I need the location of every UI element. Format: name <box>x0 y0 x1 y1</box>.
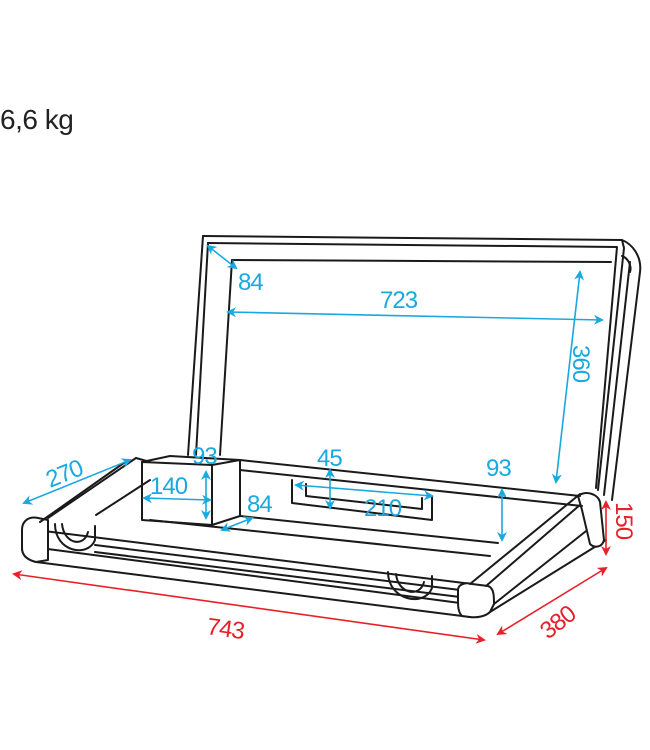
label-slot-depth: 45 <box>317 445 342 472</box>
label-lid-depth: 84 <box>238 269 263 296</box>
label-compartment-width: 140 <box>150 473 188 500</box>
outer-dimensions <box>12 500 611 644</box>
dimension-labels: 84 723 360 270 93 140 84 45 210 93 743 3… <box>42 269 637 645</box>
label-slot-width: 210 <box>364 495 402 522</box>
label-lid-width: 723 <box>380 287 418 314</box>
label-compartment-gap: 84 <box>247 491 272 518</box>
label-outer-length: 743 <box>205 613 246 645</box>
case-base <box>21 455 607 619</box>
label-side-compartment-depth: 270 <box>42 454 87 493</box>
weight-label: 6,6 kg <box>0 104 74 135</box>
label-outer-height: 150 <box>610 502 637 540</box>
inner-dimensions <box>22 244 604 542</box>
label-lid-height: 360 <box>567 345 594 383</box>
case-lid <box>187 235 642 501</box>
label-base-height: 93 <box>486 455 511 482</box>
label-compartment-height: 93 <box>192 443 217 470</box>
